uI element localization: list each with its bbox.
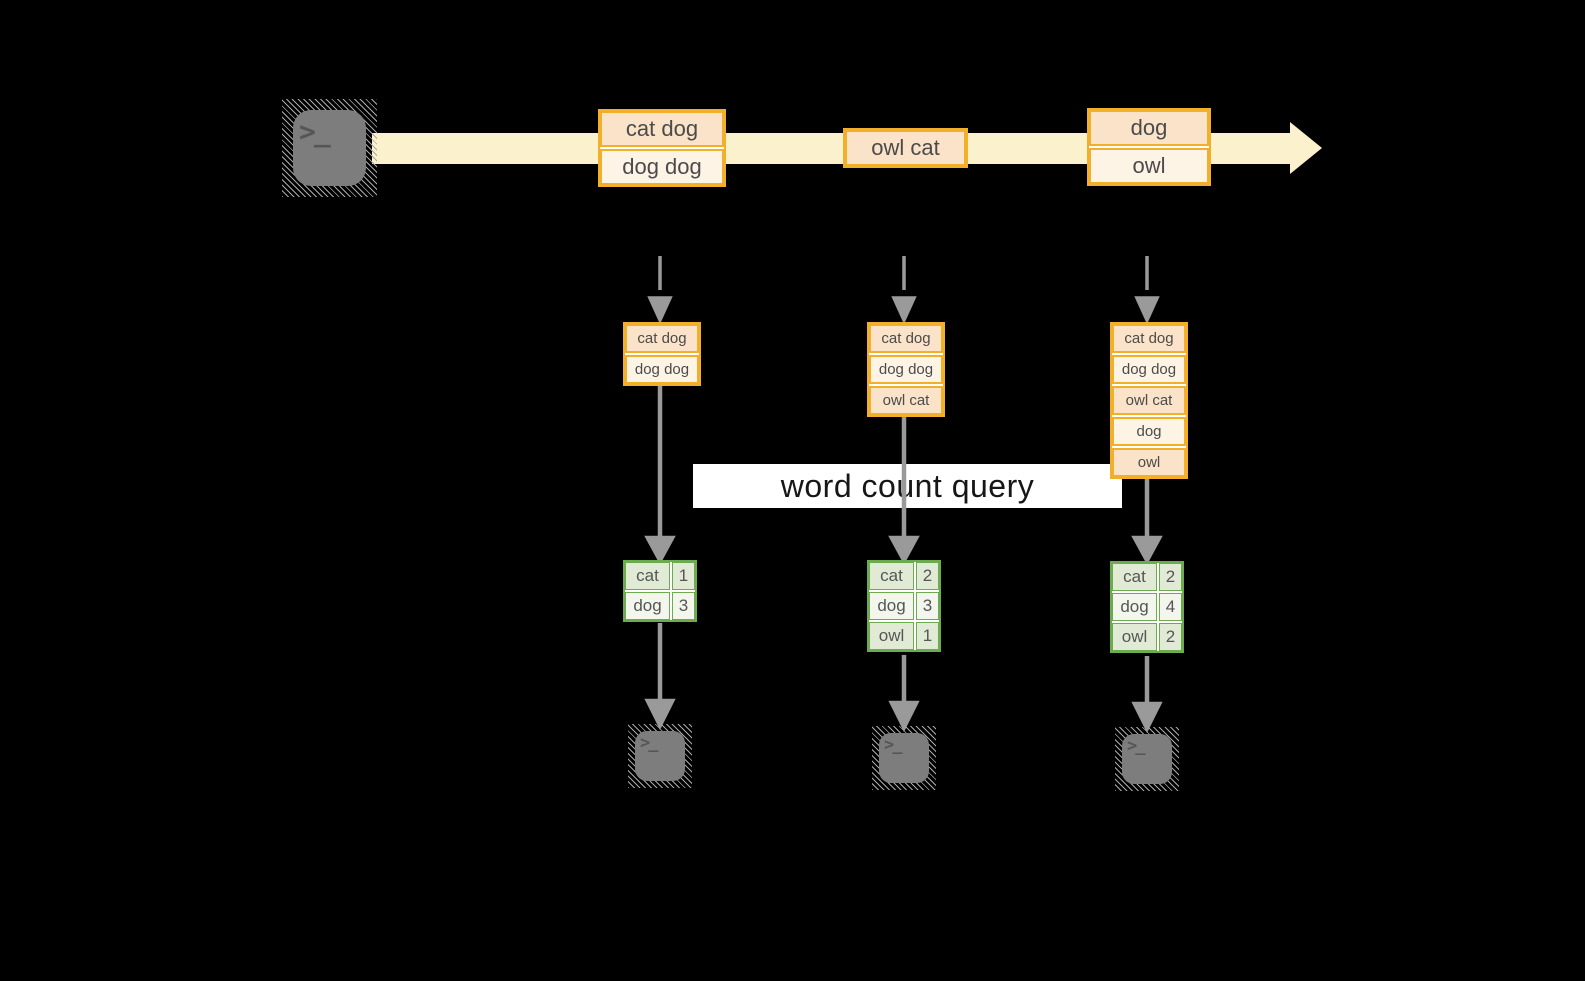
record-text: cat dog xyxy=(637,330,687,347)
count-table-2: cat 2 dog 3 owl 1 xyxy=(867,560,941,652)
stream-batch-1: cat dog dog dog xyxy=(598,109,726,187)
record-text: dog xyxy=(1136,423,1162,440)
word-cell: cat xyxy=(625,562,670,590)
arrowhead-icon-4 xyxy=(644,698,676,731)
record-text: dog dog xyxy=(878,361,934,378)
terminal-source-icon: >_ xyxy=(282,99,377,197)
word-cell: dog xyxy=(625,592,670,620)
stream-record: owl xyxy=(1089,148,1209,184)
count-cell: 2 xyxy=(1159,563,1182,591)
record-text: dog dog xyxy=(622,154,702,179)
terminal-output-icon-1: >_ xyxy=(628,724,692,788)
word-cell: owl xyxy=(869,622,914,650)
count-cell: 4 xyxy=(1159,593,1182,621)
stream-record: dog xyxy=(1089,110,1209,146)
word-cell: cat xyxy=(869,562,914,590)
arrowhead-icon-6 xyxy=(1131,701,1163,734)
count-value: 3 xyxy=(678,596,689,615)
word-label: dog xyxy=(633,596,662,615)
terminal-output-screen xyxy=(879,733,929,783)
count-value: 1 xyxy=(678,566,689,585)
record-text: dog dog xyxy=(634,361,690,378)
terminal-source-screen xyxy=(293,110,366,186)
state-box-1: cat dog dog dog xyxy=(623,322,701,386)
state-record: cat dog xyxy=(869,324,943,353)
word-label: cat xyxy=(636,566,659,585)
arrowhead-icon-5 xyxy=(888,700,920,733)
record-text: owl cat xyxy=(1125,392,1173,409)
count-value: 4 xyxy=(1165,597,1176,616)
dashed-arrowhead-icon-2 xyxy=(891,296,917,325)
count-cell: 1 xyxy=(916,622,939,650)
count-value: 2 xyxy=(1165,627,1176,646)
count-cell: 2 xyxy=(916,562,939,590)
count-cell: 1 xyxy=(672,562,695,590)
word-label: dog xyxy=(877,596,906,615)
terminal-prompt-glyph: >_ xyxy=(884,735,903,755)
count-value: 2 xyxy=(1165,567,1176,586)
record-text: dog xyxy=(1130,115,1168,140)
state-box-3: cat dog dog dog owl cat dog owl xyxy=(1110,322,1188,479)
stream-batch-3: dog owl xyxy=(1087,108,1211,186)
word-cell: owl xyxy=(1112,623,1157,651)
count-cell: 2 xyxy=(1159,623,1182,651)
record-text: owl cat xyxy=(882,392,930,409)
record-text: owl xyxy=(1137,454,1161,471)
count-value: 2 xyxy=(922,566,933,585)
query-label-band: word count query xyxy=(693,464,1122,508)
stream-record: owl cat xyxy=(845,130,966,166)
dashed-arrowhead-icon-1 xyxy=(647,296,673,325)
state-record: dog dog xyxy=(625,355,699,384)
stream-batch-2: owl cat xyxy=(843,128,968,168)
stream-arrowhead-icon xyxy=(1290,122,1322,174)
count-table-1: cat 1 dog 3 xyxy=(623,560,697,622)
word-label: cat xyxy=(1123,567,1146,586)
count-cell: 3 xyxy=(672,592,695,620)
arrowhead-icon-2 xyxy=(888,535,920,565)
count-value: 1 xyxy=(922,626,933,645)
word-label: cat xyxy=(880,566,903,585)
count-cell: 3 xyxy=(916,592,939,620)
state-record: owl cat xyxy=(1112,386,1186,415)
word-cell: dog xyxy=(1112,593,1157,621)
stream-record: dog dog xyxy=(600,149,724,185)
word-cell: dog xyxy=(869,592,914,620)
terminal-output-screen xyxy=(635,731,685,781)
state-record: dog dog xyxy=(869,355,943,384)
state-record: cat dog xyxy=(1112,324,1186,353)
terminal-prompt-glyph: >_ xyxy=(299,115,331,148)
dashed-arrowhead-icon-3 xyxy=(1134,296,1160,325)
record-text: cat dog xyxy=(881,330,931,347)
terminal-prompt-glyph: >_ xyxy=(640,733,659,753)
state-record: cat dog xyxy=(625,324,699,353)
record-text: owl cat xyxy=(871,135,940,160)
count-value: 3 xyxy=(922,596,933,615)
arrowhead-icon-3 xyxy=(1131,535,1163,565)
record-text: cat dog xyxy=(625,116,699,141)
state-record: owl xyxy=(1112,448,1186,477)
word-label: owl xyxy=(878,626,905,645)
record-text: dog dog xyxy=(1121,361,1177,378)
stream-record: cat dog xyxy=(600,111,724,147)
record-text: owl xyxy=(1132,153,1166,178)
terminal-prompt-glyph: >_ xyxy=(1127,736,1146,756)
query-label: word count query xyxy=(780,467,1035,504)
terminal-output-icon-3: >_ xyxy=(1115,727,1179,791)
word-cell: cat xyxy=(1112,563,1157,591)
state-record: owl cat xyxy=(869,386,943,415)
record-text: cat dog xyxy=(1124,330,1174,347)
terminal-output-screen xyxy=(1122,734,1172,784)
word-label: dog xyxy=(1120,597,1149,616)
state-record: dog dog xyxy=(1112,355,1186,384)
state-box-2: cat dog dog dog owl cat xyxy=(867,322,945,417)
state-record: dog xyxy=(1112,417,1186,446)
count-table-3: cat 2 dog 4 owl 2 xyxy=(1110,561,1184,653)
terminal-output-icon-2: >_ xyxy=(872,726,936,790)
arrowhead-icon-1 xyxy=(644,535,676,565)
word-label: owl xyxy=(1121,627,1148,646)
